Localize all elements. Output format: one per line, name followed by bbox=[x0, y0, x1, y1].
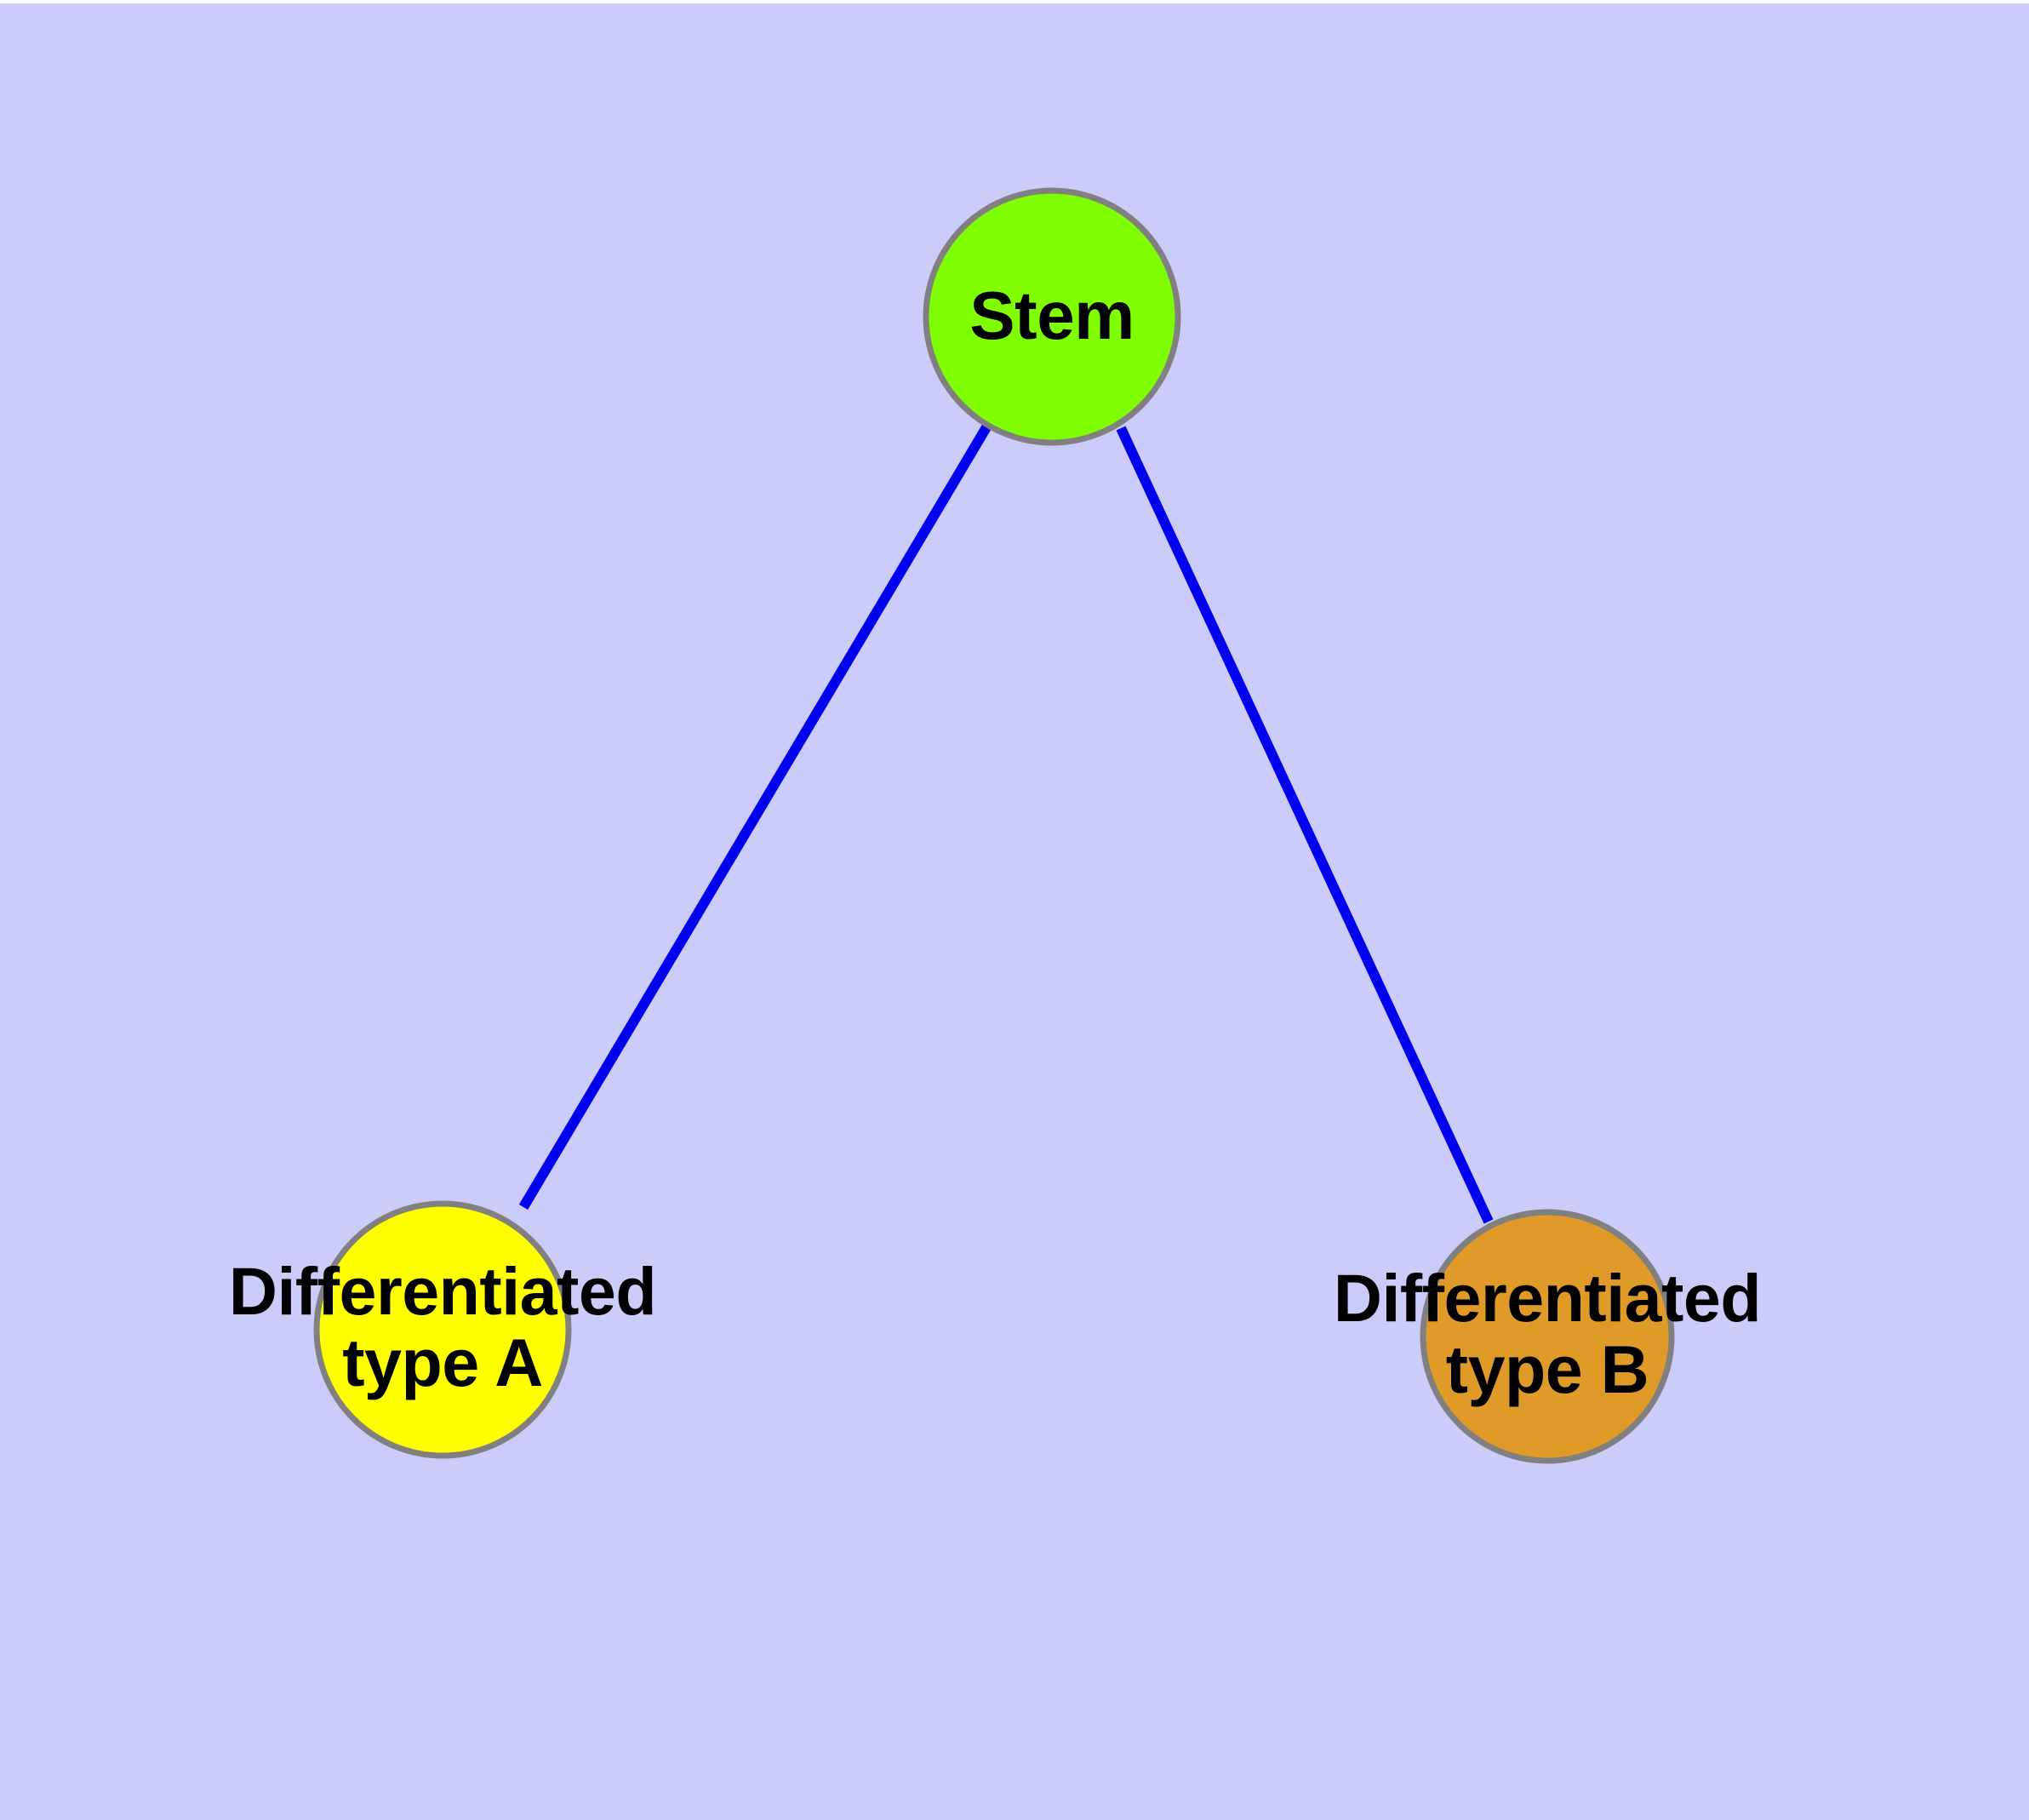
node-label-differentiated-type-b: Differentiated type B bbox=[1275, 1262, 1820, 1405]
edge-stem-to-differentiated-type-a[interactable] bbox=[518, 424, 992, 1210]
node-circle-differentiated-type-b[interactable] bbox=[1420, 1209, 1675, 1464]
node-label-differentiated-type-a-line-1: Differentiated bbox=[228, 1253, 657, 1329]
node-layer bbox=[313, 187, 1675, 1464]
node-label-differentiated-type-a-line-2: type A bbox=[342, 1324, 543, 1400]
node-label-stem-line-1: Stem bbox=[969, 278, 1135, 353]
node-circle-stem[interactable] bbox=[923, 187, 1181, 446]
edge-stem-to-differentiated-type-b[interactable] bbox=[1116, 426, 1494, 1224]
edge-layer bbox=[518, 424, 1494, 1224]
node-label-stem: Stem bbox=[797, 278, 1307, 353]
node-label-differentiated-type-b-line-2: type B bbox=[1445, 1331, 1649, 1407]
node-label-differentiated-type-b-line-1: Differentiated bbox=[1333, 1260, 1762, 1336]
node-label-differentiated-type-a: Differentiated type A bbox=[170, 1256, 715, 1398]
node-circle-differentiated-type-a[interactable] bbox=[313, 1200, 572, 1459]
